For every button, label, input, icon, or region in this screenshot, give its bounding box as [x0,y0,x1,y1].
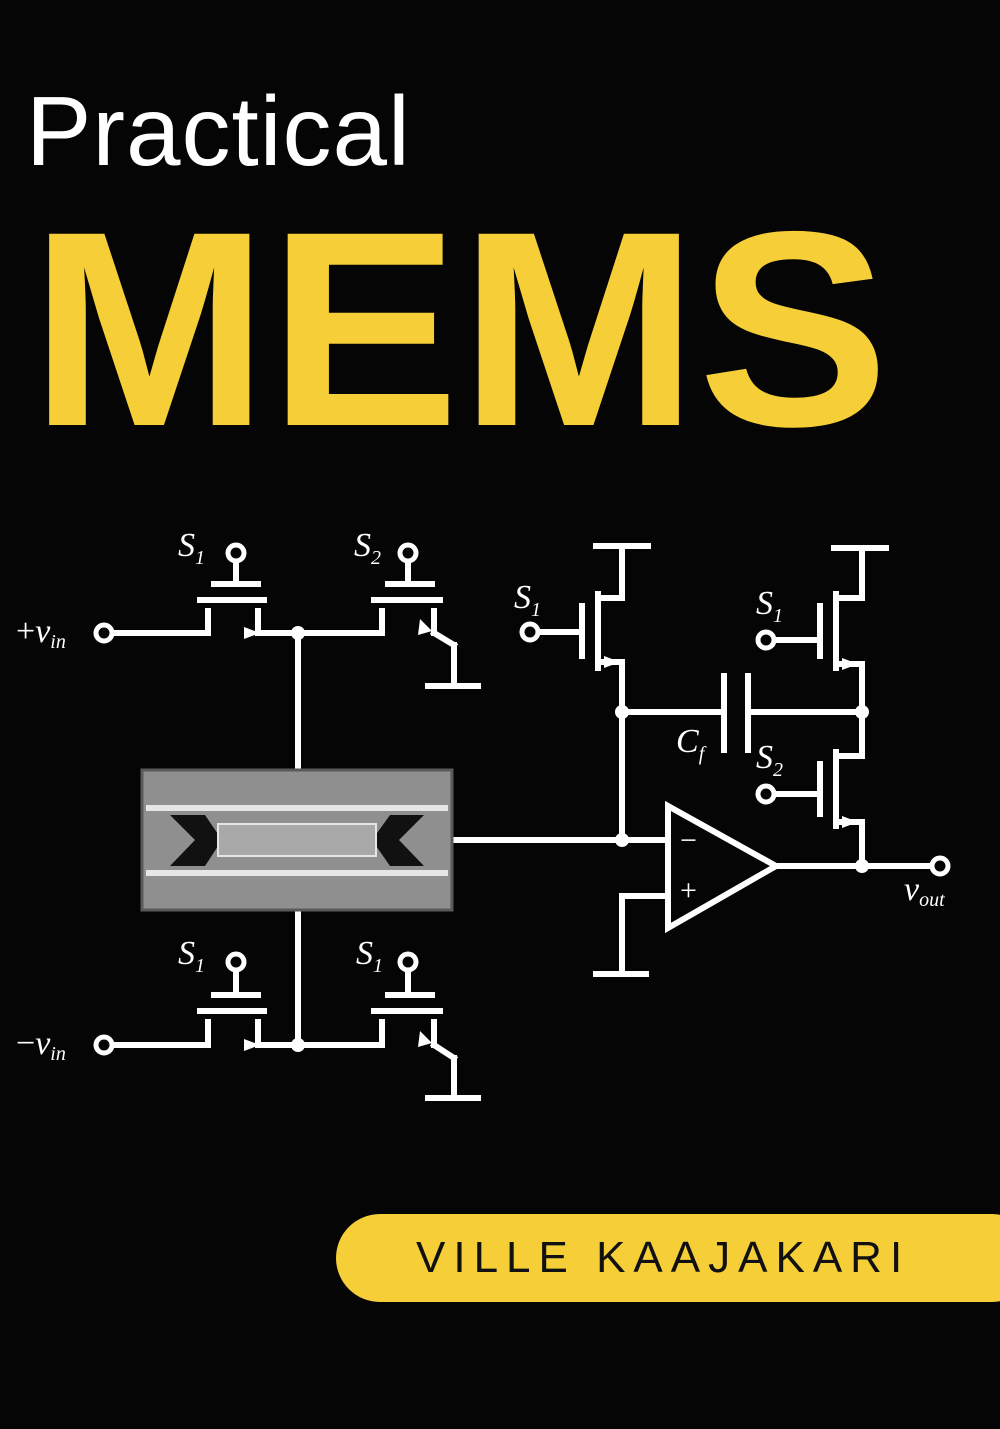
label-vout: vout [904,871,945,911]
label-s2-top: S2 [354,527,381,569]
label-vin-negative: −vin [16,1025,66,1065]
label-s1-bottom-left: S1 [178,935,205,977]
svg-text:+: + [680,874,697,907]
schematic-labels: S1 S2 S1 S1 S1 S1 S2 Cf +vin −vin vout [16,527,945,1065]
mems-resonator [140,768,454,912]
circuit-schematic: − + S1 S2 S1 S1 S1 S1 S2 Cf +vin −vin vo… [16,527,951,1101]
junction-dots [291,626,869,1052]
author-banner: VILLE KAAJAKARI [336,1214,1000,1302]
label-vin-positive: +vin [16,613,66,653]
label-s1-reset: S1 [514,579,541,621]
transistor-arrows [244,619,858,1051]
label-s1-top-left: S1 [178,527,205,569]
label-cf: Cf [676,723,707,765]
label-s1-right: S1 [756,585,783,627]
svg-text:−: − [680,824,697,857]
opamp-signs: − + [680,824,697,907]
label-s1-bottom-right: S1 [356,935,383,977]
label-s2-right: S2 [756,739,783,781]
schematic-wires [105,543,937,1101]
title-practical: Practical [26,76,411,186]
title-mems: MEMS [30,173,890,484]
author-name: VILLE KAAJAKARI [416,1233,911,1282]
terminal-circles [93,542,951,1056]
